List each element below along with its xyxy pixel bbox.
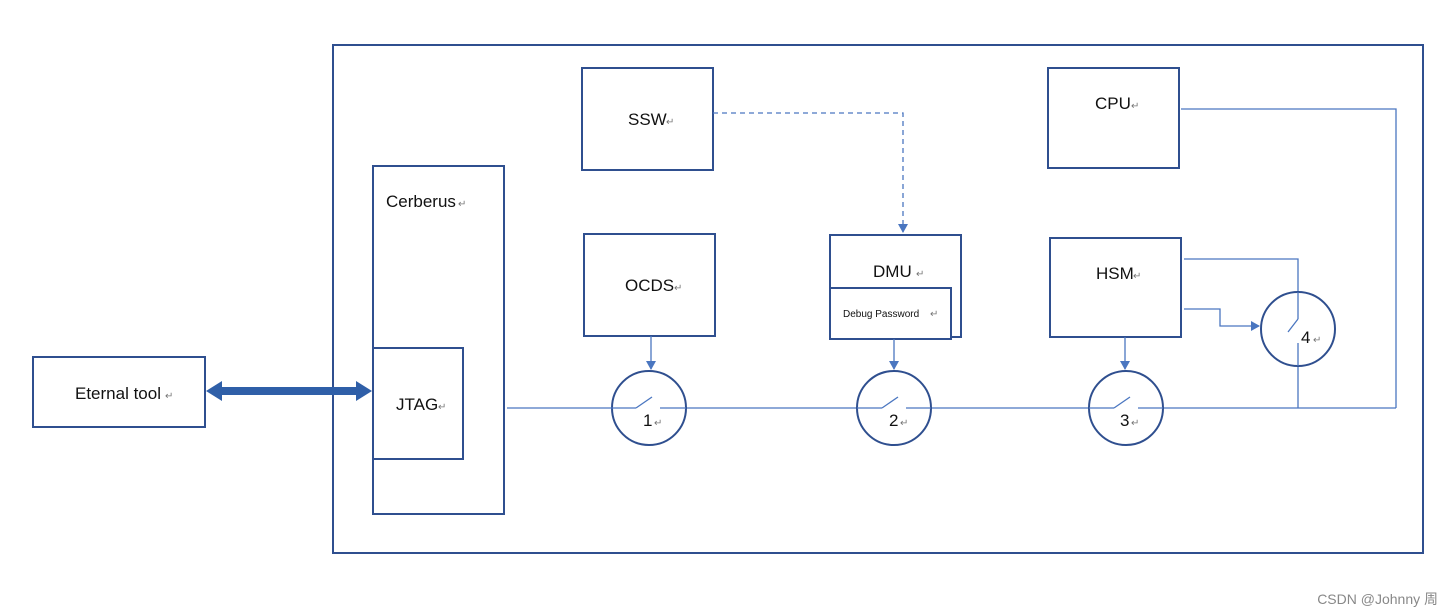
ocds-label: OCDS: [625, 276, 674, 295]
switch-4-label: 4: [1301, 328, 1310, 347]
jtag-block: JTAG ↵: [372, 347, 464, 460]
jtag-label: JTAG: [396, 395, 438, 414]
hsm-label: HSM: [1096, 264, 1134, 283]
paragraph-mark: ↵: [438, 402, 446, 413]
switch-3-label: 3: [1120, 411, 1129, 430]
cerberus-block: Cerberus ↵: [372, 165, 505, 515]
external-tool-block: Eternal tool ↵: [32, 356, 206, 428]
cpu-label: CPU: [1095, 94, 1131, 113]
ssw-block: SSW ↵: [581, 67, 714, 171]
ssw-label: SSW: [628, 110, 667, 129]
paragraph-mark: ↵: [916, 269, 924, 280]
jtag-link-arrow: [206, 381, 372, 401]
debug-password-label: Debug Password: [843, 309, 919, 320]
watermark-text: CSDN @Johnny 周: [1317, 591, 1438, 607]
external-tool-label: Eternal tool: [75, 384, 161, 403]
switch-3: 3 ↵: [1088, 370, 1164, 446]
paragraph-mark: ↵: [1131, 101, 1139, 112]
switch-4: 4 ↵: [1260, 291, 1336, 367]
ssw-to-dmu-dashed-arrow: [713, 112, 908, 233]
switch-2-label: 2: [889, 411, 898, 430]
cpu-block: CPU ↵: [1047, 67, 1180, 169]
cerberus-label: Cerberus: [386, 192, 456, 211]
paragraph-mark: ↵: [165, 391, 173, 402]
paragraph-mark: ↵: [654, 418, 662, 429]
switch-1: 1 ↵: [611, 370, 687, 446]
hsm-to-switch4-line: [1184, 258, 1299, 292]
dmu-block: DMU ↵ Debug Password ↵: [829, 234, 962, 340]
switch-2: 2 ↵: [856, 370, 932, 446]
paragraph-mark: ↵: [1313, 335, 1321, 346]
switch-1-label: 1: [643, 411, 652, 430]
hsm-control-arrow-4: [1184, 308, 1260, 331]
ocds-block: OCDS ↵: [583, 233, 716, 337]
paragraph-mark: ↵: [900, 418, 908, 429]
paragraph-mark: ↵: [674, 283, 682, 294]
dmu-label: DMU: [873, 262, 912, 281]
paragraph-mark: ↵: [1133, 271, 1141, 282]
paragraph-mark: ↵: [1131, 418, 1139, 429]
paragraph-mark: ↵: [930, 309, 938, 320]
cpu-bus-line: [1181, 108, 1397, 408]
paragraph-mark: ↵: [458, 199, 466, 210]
paragraph-mark: ↵: [666, 117, 674, 128]
hsm-block: HSM ↵: [1049, 237, 1182, 338]
debug-password-box: [829, 287, 952, 340]
